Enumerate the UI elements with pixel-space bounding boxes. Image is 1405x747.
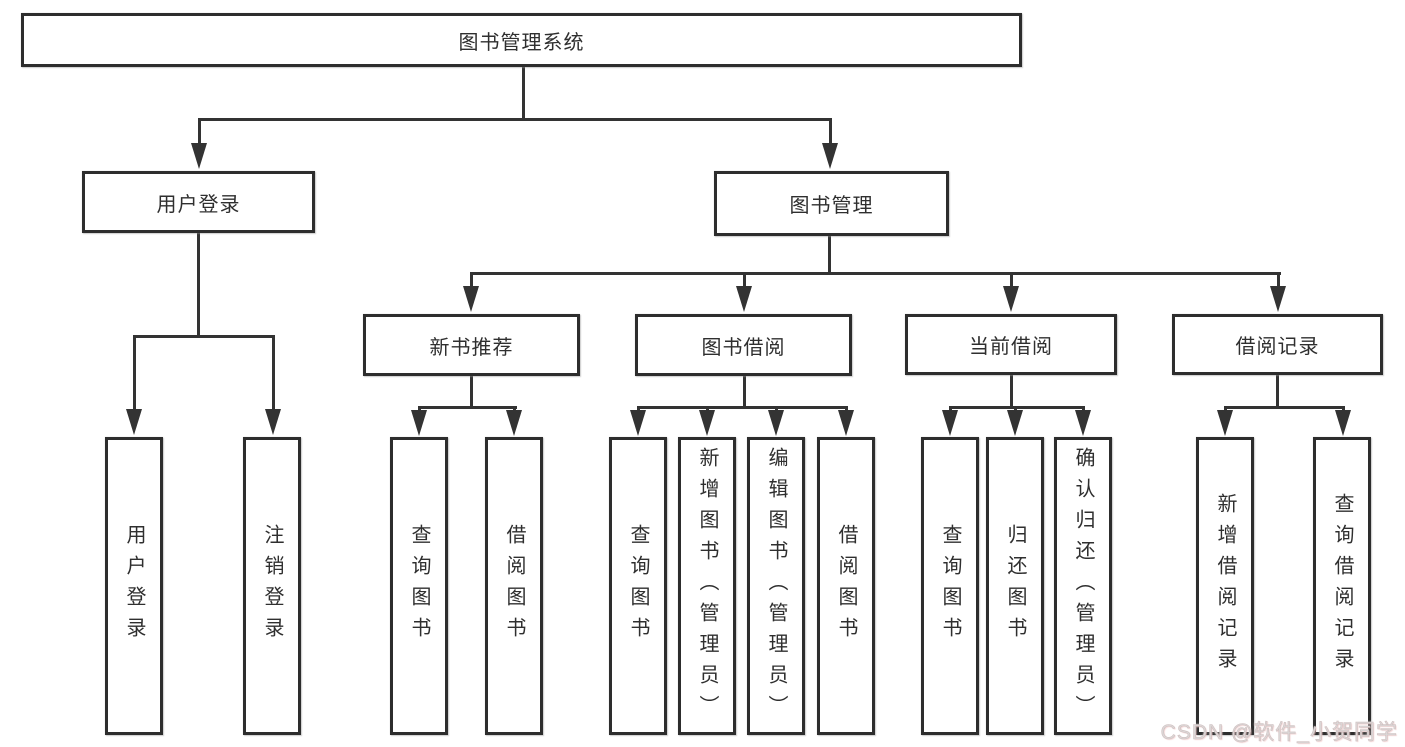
node-borrow-record: 借阅记录 (1172, 314, 1383, 375)
connector-stem (743, 374, 746, 409)
leaf-user-login: 用户登录 (105, 437, 163, 735)
arrowhead-down-icon (1075, 410, 1091, 436)
arrowhead-down-icon (699, 410, 715, 436)
arrowhead-down-icon (126, 409, 142, 435)
connector-drop (845, 406, 848, 410)
leaf-recommend-query-book-label: 查询图书 (408, 524, 430, 648)
node-book-management-label: 图书管理 (789, 195, 874, 217)
node-book-management: 图书管理 (714, 171, 949, 236)
leaf-confirm-return-admin-label: 确认归还（管理员） (1072, 446, 1094, 726)
arrowhead-down-icon (822, 143, 838, 169)
leaf-logout: 注销登录 (243, 437, 301, 735)
leaf-logout-label: 注销登录 (261, 524, 283, 648)
arrowhead-down-icon (942, 410, 958, 436)
leaf-edit-book-admin: 编辑图书（管理员） (747, 437, 805, 735)
connector-drop (198, 118, 201, 143)
arrowhead-down-icon (1003, 286, 1019, 312)
node-root-label: 图书管理系统 (458, 31, 585, 54)
connector-rail (133, 335, 275, 338)
arrowhead-down-icon (736, 286, 752, 312)
node-user-login: 用户登录 (82, 171, 315, 233)
connector-drop (743, 272, 746, 286)
leaf-add-book-admin-label: 新增图书（管理员） (696, 446, 718, 726)
arrowhead-down-icon (191, 143, 207, 169)
connector-drop (1277, 272, 1280, 286)
arrowhead-down-icon (768, 410, 784, 436)
connector-stem (522, 65, 525, 121)
connector-stem (1276, 374, 1279, 409)
leaf-add-borrow-record: 新增借阅记录 (1196, 437, 1254, 735)
node-current-borrow-label: 当前借阅 (969, 336, 1053, 358)
leaf-recommend-borrow-book: 借阅图书 (485, 437, 543, 735)
connector-drop (949, 406, 952, 410)
node-current-borrow: 当前借阅 (905, 314, 1117, 375)
arrowhead-down-icon (838, 410, 854, 436)
leaf-user-login-label: 用户登录 (123, 524, 145, 648)
connector-rail (1224, 406, 1345, 409)
connector-rail (637, 406, 848, 409)
leaf-borrow-query-book: 查询图书 (609, 437, 667, 735)
arrowhead-down-icon (1270, 286, 1286, 312)
leaf-confirm-return-admin: 确认归还（管理员） (1054, 437, 1112, 735)
connector-drop (775, 406, 778, 410)
connector-stem (828, 234, 831, 275)
arrowhead-down-icon (463, 286, 479, 312)
leaf-return-book: 归还图书 (986, 437, 1044, 735)
connector-drop (1082, 406, 1085, 410)
connector-stem (470, 374, 473, 409)
leaf-borrow-book: 借阅图书 (817, 437, 875, 735)
connector-rail (470, 272, 1281, 275)
leaf-borrow-book-label: 借阅图书 (835, 524, 857, 648)
connector-drop (1014, 406, 1017, 410)
connector-drop (470, 272, 473, 286)
leaf-borrow-query-book-label: 查询图书 (627, 524, 649, 648)
connector-drop (829, 118, 832, 143)
connector-rail (949, 406, 1085, 409)
arrowhead-down-icon (1007, 410, 1023, 436)
connector-drop (133, 335, 136, 409)
node-root: 图书管理系统 (21, 13, 1022, 67)
leaf-recommend-borrow-book-label: 借阅图书 (503, 524, 525, 648)
leaf-return-book-label: 归还图书 (1004, 524, 1026, 648)
arrowhead-down-icon (630, 410, 646, 436)
node-new-book-recommend: 新书推荐 (363, 314, 580, 376)
leaf-recommend-query-book: 查询图书 (390, 437, 448, 735)
connector-drop (513, 406, 516, 410)
arrowhead-down-icon (265, 409, 281, 435)
leaf-current-query-book: 查询图书 (921, 437, 979, 735)
connector-drop (1224, 406, 1227, 410)
node-new-book-recommend-label: 新书推荐 (429, 336, 514, 359)
connector-drop (418, 406, 421, 410)
leaf-query-borrow-record-label: 查询借阅记录 (1331, 493, 1353, 679)
arrowhead-down-icon (1335, 410, 1351, 436)
connector-stem (1010, 374, 1013, 409)
leaf-edit-book-admin-label: 编辑图书（管理员） (765, 446, 787, 726)
connector-rail (418, 406, 517, 409)
node-borrow-record-label: 借阅记录 (1235, 336, 1320, 358)
connector-drop (706, 406, 709, 410)
arrowhead-down-icon (411, 410, 427, 436)
leaf-add-book-admin: 新增图书（管理员） (678, 437, 736, 735)
leaf-query-borrow-record: 查询借阅记录 (1313, 437, 1371, 735)
arrowhead-down-icon (506, 410, 522, 436)
leaf-add-borrow-record-label: 新增借阅记录 (1214, 493, 1236, 679)
connector-drop (1342, 406, 1345, 410)
connector-drop (1010, 272, 1013, 286)
node-user-login-label: 用户登录 (156, 193, 241, 216)
node-book-borrow-label: 图书借阅 (701, 336, 786, 359)
connector-drop (272, 335, 275, 409)
connector-rail (198, 118, 831, 121)
connector-stem (197, 232, 200, 338)
arrowhead-down-icon (1217, 410, 1233, 436)
connector-drop (637, 406, 640, 410)
leaf-current-query-book-label: 查询图书 (939, 524, 961, 648)
watermark: CSDN @软件_小贺同学 (1160, 721, 1398, 745)
node-book-borrow: 图书借阅 (635, 314, 852, 376)
